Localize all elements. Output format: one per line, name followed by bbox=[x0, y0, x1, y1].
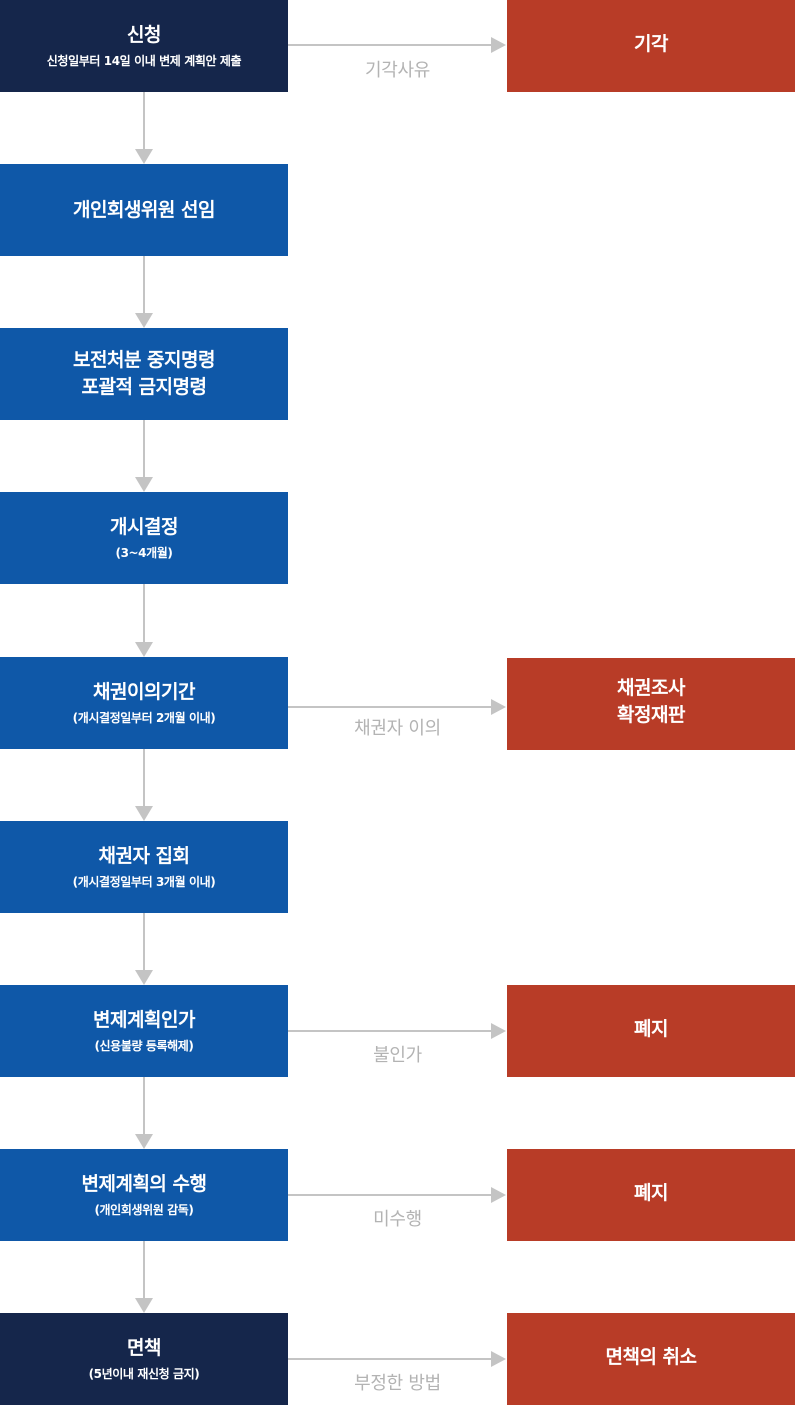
step-title: 면책 bbox=[127, 1337, 161, 1359]
step-preservation-order: 보전처분 중지명령 포괄적 금지명령 bbox=[0, 328, 288, 420]
step-title: 개인회생위원 선임 bbox=[73, 198, 215, 221]
outcome-discharge-revocation: 면책의 취소 bbox=[507, 1313, 795, 1405]
outcome-title: 채권조사 확정재판 bbox=[617, 677, 685, 726]
outcome-title: 면책의 취소 bbox=[605, 1345, 697, 1368]
arrowhead-right-icon bbox=[491, 1187, 506, 1203]
step-title: 개시결정 bbox=[110, 516, 178, 538]
outcome-title: 폐지 bbox=[634, 1181, 668, 1204]
step-claim-objection: 채권이의기간 (개시결정일부터 2개월 이내) bbox=[0, 657, 288, 749]
arrowhead-right-icon bbox=[491, 699, 506, 715]
step-title: 변제계획인가 bbox=[93, 1009, 195, 1031]
outcome-abolition-unapproved: 폐지 bbox=[507, 985, 795, 1077]
arrowhead-right-icon bbox=[491, 37, 506, 53]
step-title: 채권이의기간 bbox=[93, 681, 195, 703]
arrowhead-down-icon bbox=[135, 1298, 153, 1313]
step-subtitle: (5년이내 재신청 금지) bbox=[88, 1367, 200, 1381]
step-trustee-appointment: 개인회생위원 선임 bbox=[0, 164, 288, 256]
arrowhead-down-icon bbox=[135, 313, 153, 328]
step-title: 보전처분 중지명령 포괄적 금지명령 bbox=[73, 349, 215, 398]
step-subtitle: (개시결정일부터 3개월 이내) bbox=[72, 875, 216, 889]
step-title: 신청 bbox=[127, 24, 161, 46]
edge-label: 채권자 이의 bbox=[354, 718, 441, 739]
outcome-title: 기각 bbox=[634, 32, 668, 55]
arrowhead-down-icon bbox=[135, 806, 153, 821]
step-creditor-meeting: 채권자 집회 (개시결정일부터 3개월 이내) bbox=[0, 821, 288, 913]
outcome-title: 폐지 bbox=[634, 1017, 668, 1040]
step-subtitle: (개시결정일부터 2개월 이내) bbox=[72, 711, 216, 725]
edge-label: 미수행 bbox=[373, 1209, 422, 1230]
step-title: 변제계획의 수행 bbox=[81, 1173, 207, 1195]
edge-label: 부정한 방법 bbox=[354, 1373, 441, 1394]
step-commencement: 개시결정 (3~4개월) bbox=[0, 492, 288, 584]
step-subtitle: (3~4개월) bbox=[115, 546, 173, 560]
step-plan-performance: 변제계획의 수행 (개인회생위원 감독) bbox=[0, 1149, 288, 1241]
arrowhead-down-icon bbox=[135, 477, 153, 492]
step-subtitle: (신용불량 등록해제) bbox=[94, 1039, 194, 1053]
step-plan-approval: 변제계획인가 (신용불량 등록해제) bbox=[0, 985, 288, 1077]
arrowhead-down-icon bbox=[135, 1134, 153, 1149]
arrowhead-down-icon bbox=[135, 970, 153, 985]
outcome-dismissal: 기각 bbox=[507, 0, 795, 92]
step-title: 채권자 집회 bbox=[98, 845, 190, 867]
arrowhead-right-icon bbox=[491, 1351, 506, 1367]
arrowhead-down-icon bbox=[135, 642, 153, 657]
arrowhead-down-icon bbox=[135, 149, 153, 164]
outcome-abolition-unperformed: 폐지 bbox=[507, 1149, 795, 1241]
edge-label: 기각사유 bbox=[364, 60, 431, 81]
edge-label: 불인가 bbox=[373, 1045, 422, 1066]
step-subtitle: 신청일부터 14일 이내 변제 계획안 제출 bbox=[46, 54, 242, 68]
step-application: 신청 신청일부터 14일 이내 변제 계획안 제출 bbox=[0, 0, 288, 92]
step-discharge: 면책 (5년이내 재신청 금지) bbox=[0, 1313, 288, 1405]
step-subtitle: (개인회생위원 감독) bbox=[94, 1203, 194, 1217]
outcome-claim-trial: 채권조사 확정재판 bbox=[507, 658, 795, 750]
arrowhead-right-icon bbox=[491, 1023, 506, 1039]
